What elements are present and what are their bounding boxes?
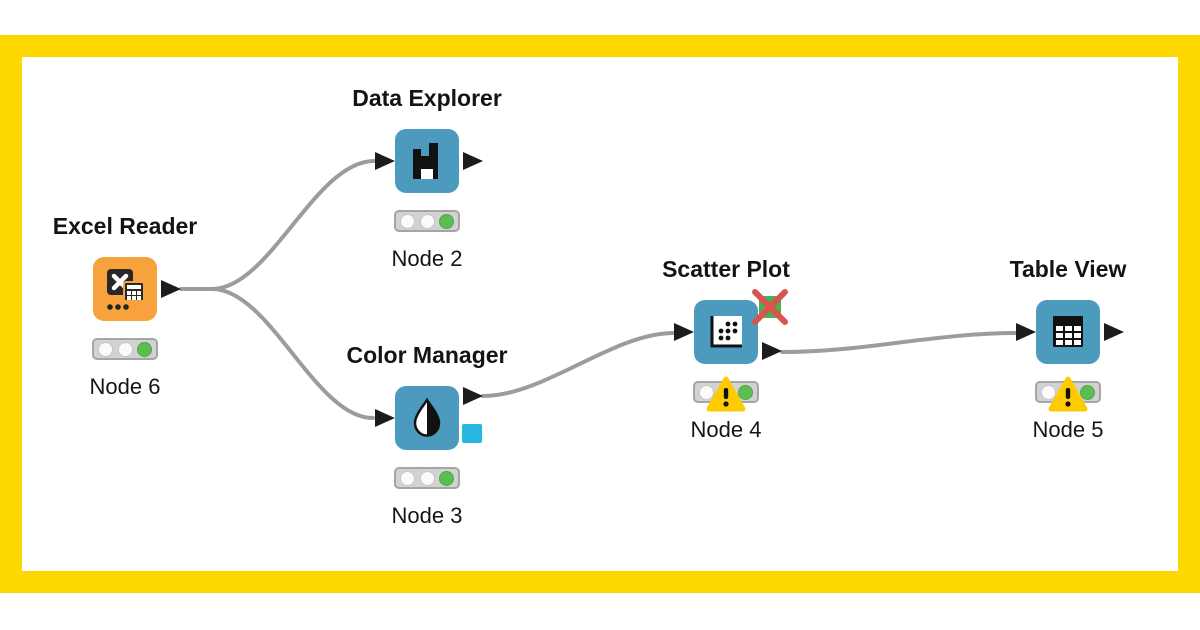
node-color-manager: Color Manager Node 3 bbox=[342, 341, 512, 529]
traffic-light bbox=[1035, 376, 1101, 412]
traffic-light bbox=[394, 467, 460, 489]
connection-color-manager-to-scatter[interactable] bbox=[481, 331, 676, 398]
status-light-green-on bbox=[1079, 384, 1095, 400]
node-title: Data Explorer bbox=[352, 85, 502, 111]
status-light-red-off bbox=[400, 470, 416, 486]
traffic-light bbox=[92, 338, 158, 360]
status-light-red-off bbox=[699, 384, 715, 400]
status-light-yellow-off bbox=[419, 213, 435, 229]
status-light-green-on bbox=[737, 384, 753, 400]
excel-reader-icon bbox=[107, 269, 145, 310]
output-port[interactable] bbox=[161, 280, 181, 298]
status-light-green-on bbox=[438, 213, 454, 229]
connection-excel-to-color-manager[interactable] bbox=[179, 287, 375, 420]
status-light-green-on bbox=[438, 470, 454, 486]
node-scatter-plot: Scatter Plot Node 4 bbox=[641, 255, 811, 443]
output-port-data[interactable] bbox=[762, 342, 782, 360]
node-label: Node 4 bbox=[690, 417, 762, 442]
node-data-explorer: Data Explorer Node 2 bbox=[342, 84, 512, 272]
traffic-light bbox=[693, 376, 759, 412]
node-label: Node 5 bbox=[1032, 417, 1104, 442]
status-light-yellow-off bbox=[117, 341, 133, 357]
status-light-red-off bbox=[400, 213, 416, 229]
inactive-image-port-icon[interactable] bbox=[750, 289, 790, 327]
scatter-plot-icon bbox=[710, 316, 742, 348]
node-title: Scatter Plot bbox=[662, 256, 790, 282]
output-port-data[interactable] bbox=[463, 387, 483, 405]
node-label: Node 2 bbox=[391, 246, 463, 271]
node-label: Node 3 bbox=[391, 503, 463, 528]
status-light-red-off bbox=[1041, 384, 1057, 400]
node-table-view: Table View Node 5 bbox=[983, 255, 1153, 443]
node-label: Node 6 bbox=[89, 374, 161, 399]
connection-scatter-to-table-view[interactable] bbox=[780, 331, 1018, 354]
warning-icon bbox=[1048, 376, 1088, 412]
input-port[interactable] bbox=[375, 152, 395, 170]
bar-chart-icon bbox=[413, 143, 438, 179]
table-grid-icon bbox=[1053, 316, 1083, 347]
traffic-light bbox=[394, 210, 460, 232]
color-droplet-icon bbox=[413, 397, 441, 437]
output-port[interactable] bbox=[1104, 323, 1124, 341]
status-light-green-on bbox=[136, 341, 152, 357]
status-light-red-off bbox=[98, 341, 114, 357]
output-port[interactable] bbox=[463, 152, 483, 170]
input-port[interactable] bbox=[1016, 323, 1036, 341]
node-title: Excel Reader bbox=[52, 213, 198, 239]
warning-icon bbox=[706, 376, 746, 412]
connection-excel-to-data-explorer[interactable] bbox=[179, 159, 376, 291]
node-title: Table View bbox=[1009, 256, 1127, 282]
input-port[interactable] bbox=[375, 409, 395, 427]
output-port-color-model[interactable] bbox=[462, 424, 482, 443]
node-title: Color Manager bbox=[346, 342, 508, 368]
status-light-yellow-off bbox=[419, 470, 435, 486]
node-excel-reader: Excel Reader Node 6 bbox=[40, 212, 210, 400]
input-port[interactable] bbox=[674, 323, 694, 341]
